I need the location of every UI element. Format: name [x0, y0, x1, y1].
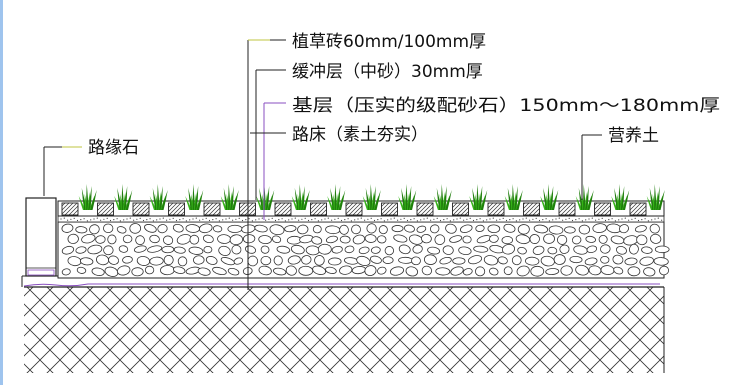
grass-tuft-icon [362, 184, 381, 210]
paver-brick [310, 202, 327, 216]
paver-brick [132, 202, 150, 216]
paver-brick [168, 202, 185, 216]
grass-tuft-icon [646, 184, 665, 210]
label-grass-brick: 植草砖60mm/100mm厚 [292, 32, 486, 52]
curb-stone [25, 197, 57, 277]
paver-brick [61, 202, 79, 216]
sand-buffer-layer [57, 215, 665, 223]
sand-dots [60, 217, 663, 222]
paver-brick [416, 202, 434, 216]
grass-tuft-icon [114, 184, 133, 210]
paver-brick [452, 202, 469, 216]
grass-tuft-icon [504, 184, 523, 210]
gravel-stones [61, 223, 670, 277]
grass-tuft-icon [149, 184, 168, 210]
grass-tufts [78, 184, 665, 210]
label-curb-stone: 路缘石 [88, 138, 139, 158]
paver-brick [487, 202, 505, 216]
paver-brick [345, 202, 363, 216]
paver-brick [274, 202, 292, 216]
paver-brick [629, 202, 647, 216]
label-topsoil: 营养土 [608, 126, 659, 146]
leader-lines [43, 39, 602, 290]
grass-tuft-icon [256, 184, 275, 210]
paver-brick [97, 202, 114, 216]
subgrade-layer [21, 275, 665, 373]
grass-tuft-icon [398, 184, 417, 210]
grass-tuft-icon [220, 184, 239, 210]
screen-edge-strip [0, 0, 3, 385]
grass-brick-layer [57, 184, 665, 217]
label-subgrade: 路床（素土夯实） [292, 125, 428, 145]
grass-tuft-icon [327, 184, 346, 210]
paver-bricks [61, 202, 647, 216]
grass-tuft-icon [291, 184, 310, 210]
grass-tuft-icon [185, 184, 204, 210]
paver-brick [381, 202, 398, 216]
label-base-layer: 基层（压实的级配砂石）150mm～180mm厚 [292, 96, 720, 116]
paver-brick [203, 202, 221, 216]
paver-brick [523, 202, 540, 216]
grass-tuft-icon [611, 184, 630, 210]
grass-tuft-icon [433, 184, 452, 210]
grass-tuft-icon [540, 184, 559, 210]
paver-brick [594, 202, 611, 216]
grass-tuft-icon [469, 184, 488, 210]
grass-tuft-icon [575, 184, 594, 210]
label-buffer-layer: 缓冲层（中砂）30mm厚 [292, 62, 483, 82]
grass-tuft-icon [78, 184, 97, 210]
gravel-base-layer [57, 221, 670, 279]
paver-brick [558, 202, 576, 216]
